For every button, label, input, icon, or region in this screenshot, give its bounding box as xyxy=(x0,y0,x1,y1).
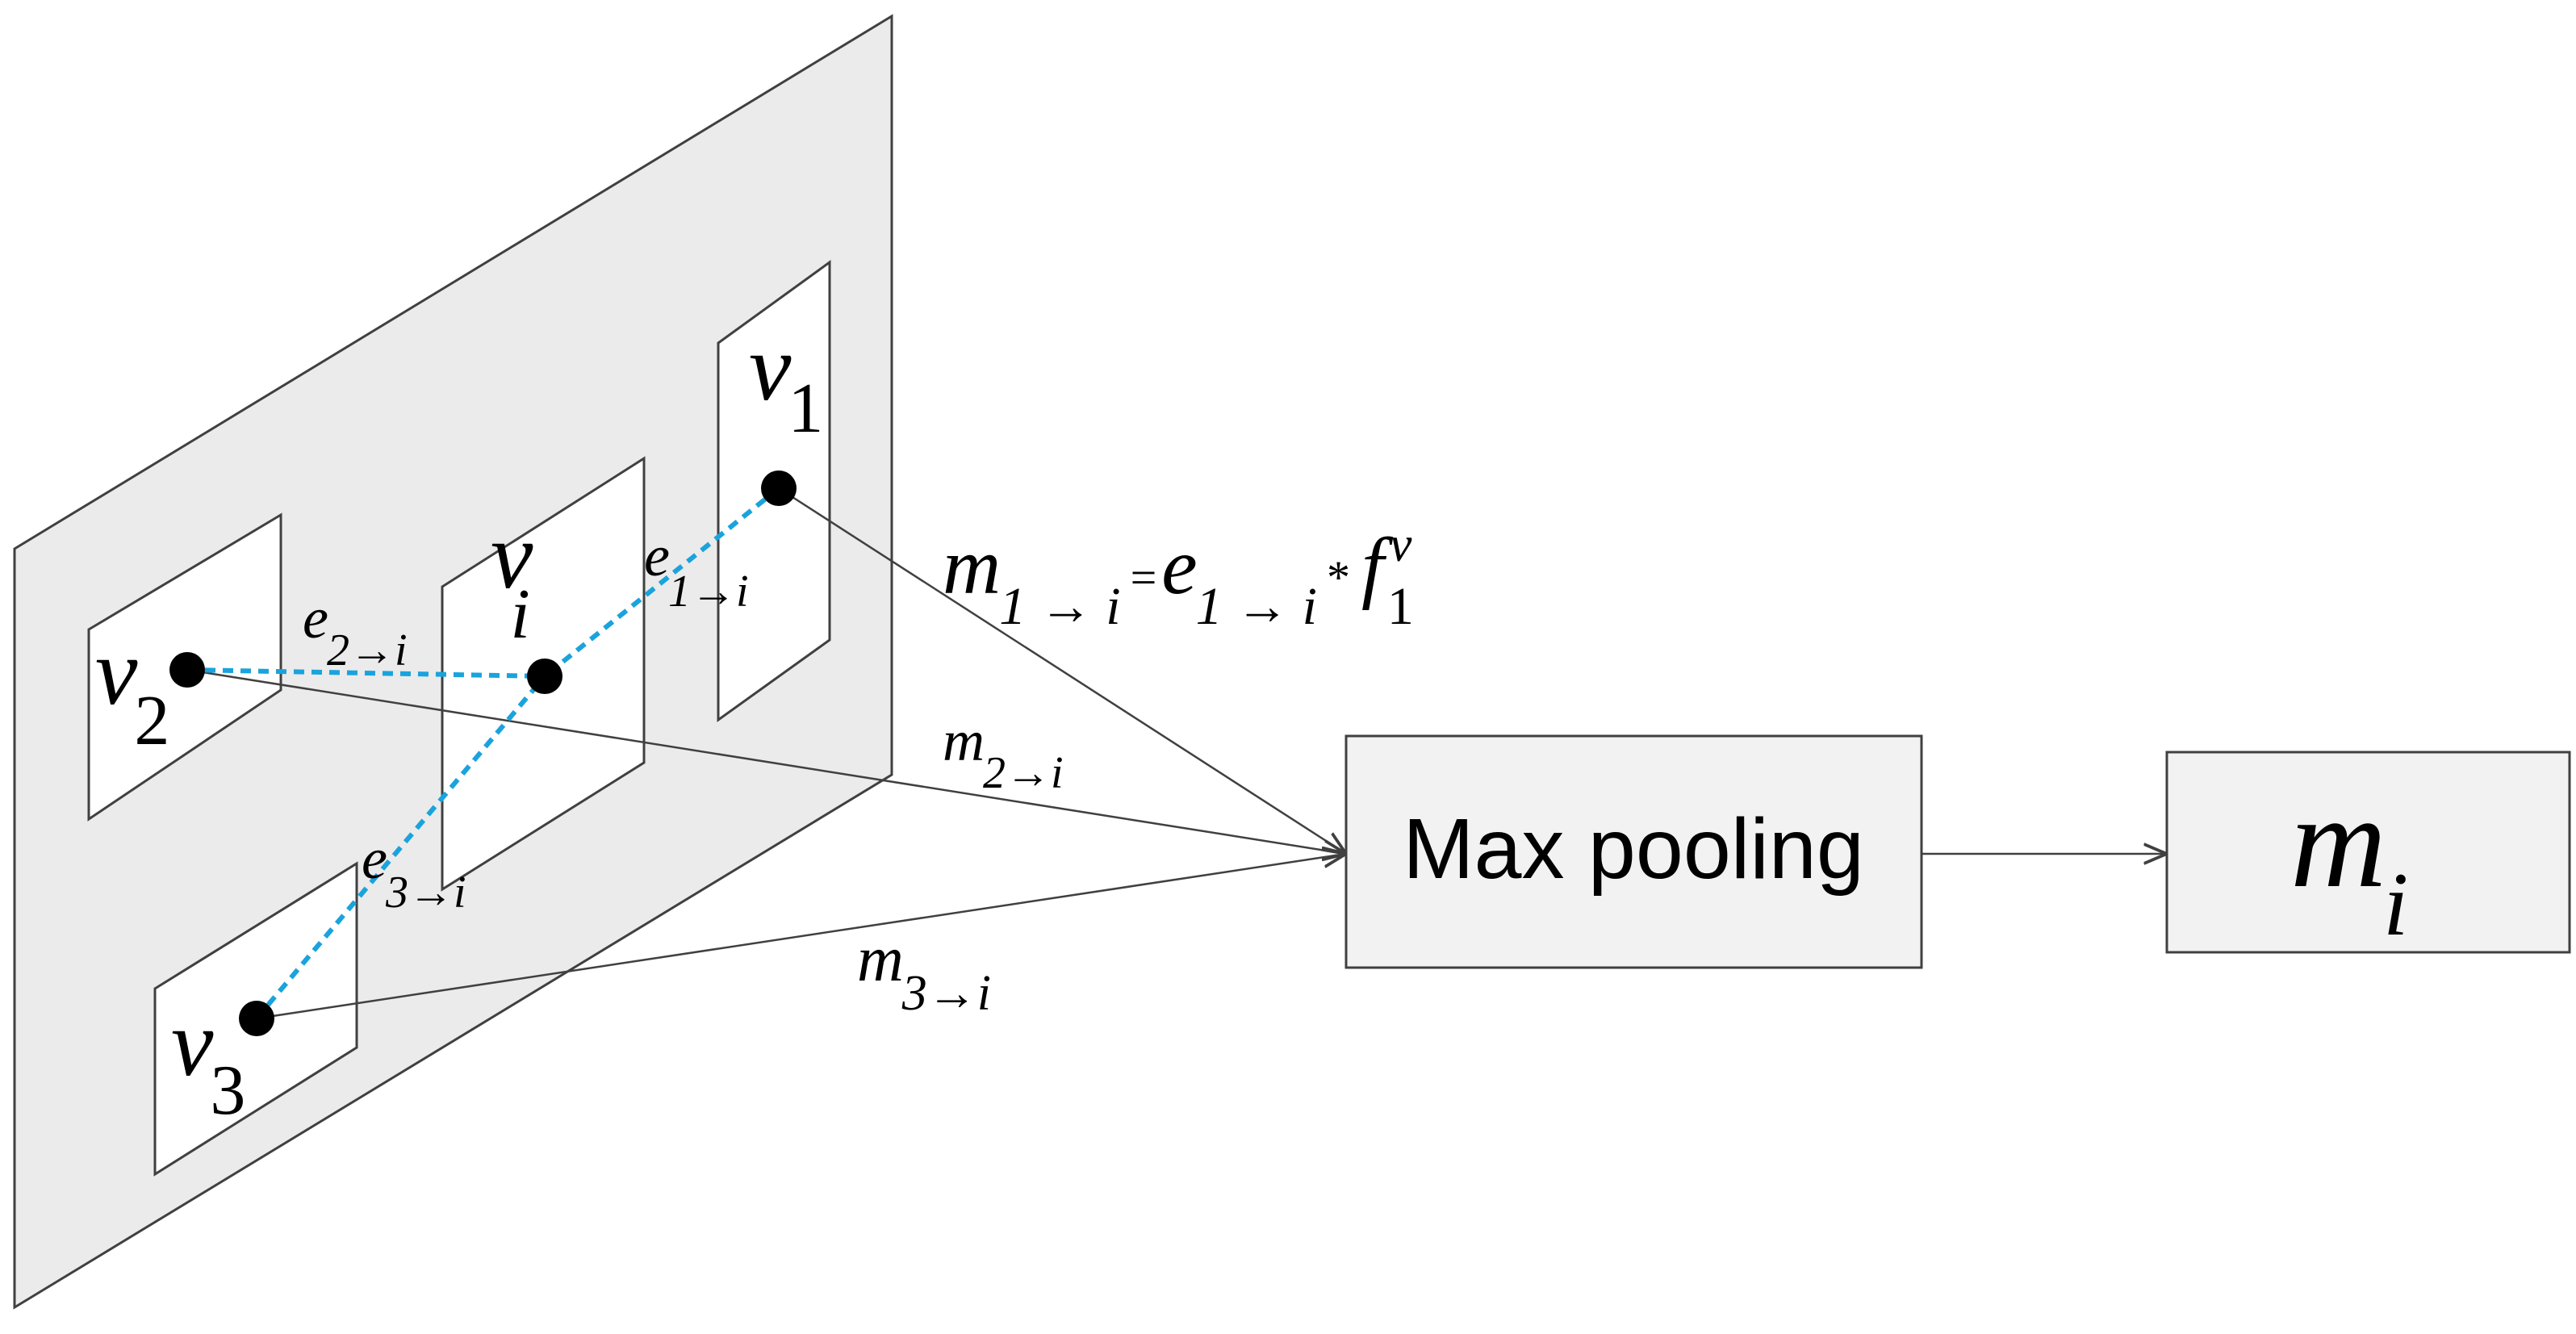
label-m2: m2→i xyxy=(943,709,1064,798)
edge-v2-vi xyxy=(186,667,546,679)
message-line-2 xyxy=(186,668,1346,854)
output-label: mi xyxy=(2290,767,2408,955)
node-dot-v3 xyxy=(239,1001,274,1036)
label-v1: v1 xyxy=(749,315,823,448)
output-box xyxy=(2165,751,2571,954)
message-line-3 xyxy=(256,854,1346,1020)
node-dot-v2 xyxy=(169,652,205,688)
edge-v3-vi xyxy=(254,675,547,1020)
label-e2: e2→i xyxy=(303,586,408,675)
label-v3: v3 xyxy=(171,990,245,1130)
node-dot-vi xyxy=(527,659,562,694)
formula-m1: m1 → i=e1 → i*f1v xyxy=(943,517,1414,636)
message-line-1 xyxy=(778,487,1346,854)
max-pooling-label: Max pooling xyxy=(1403,801,1864,897)
max-pooling-box xyxy=(1344,734,1923,969)
label-v2: v2 xyxy=(95,619,169,760)
edge-v1-vi xyxy=(543,486,780,679)
node-dot-v1 xyxy=(761,470,797,506)
label-m3: m3→i xyxy=(857,924,991,1021)
